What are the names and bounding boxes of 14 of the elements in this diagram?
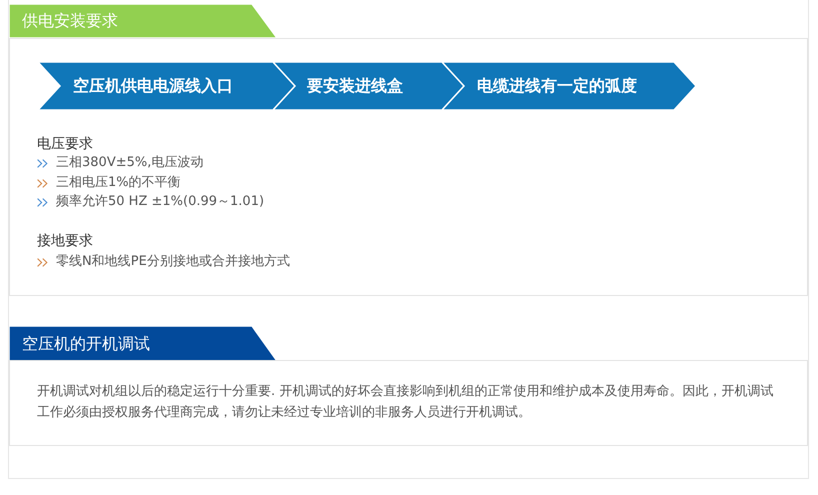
chevron-step: 要安装进线盒 [273,62,464,110]
paragraph: 开机调试对机组以后的稳定运行十分重要. 开机调试的好坏会直接影响到机组的正常使用和维护成本及使用寿命。因此，开机调试工作必须由授权服务代理商完成，请勿让未经过专业培训的非服务人员进行开机调试。 [37,383,774,422]
section-tab: 供电安装要求 [9,4,277,38]
section-tab: 空压机的开机调试 [9,326,277,361]
list-item: 频率允许50 HZ ±1%(0.99～1.01) [56,193,264,211]
chevron-step: 空压机供电电源线入口 [38,62,295,110]
subheading: 电压要求 [37,135,93,153]
section-panel [9,360,808,446]
section-panel [9,38,808,296]
subheading: 接地要求 [37,232,93,250]
chevron-step: 电缆进线有一定的弧度 [442,62,696,110]
list-item: 零线N和地线PE分别接地或合并接地方式 [56,253,290,271]
list-item: 三相电压1%的不平衡 [56,174,181,192]
list-item: 三相380V±5%,电压波动 [56,154,204,172]
